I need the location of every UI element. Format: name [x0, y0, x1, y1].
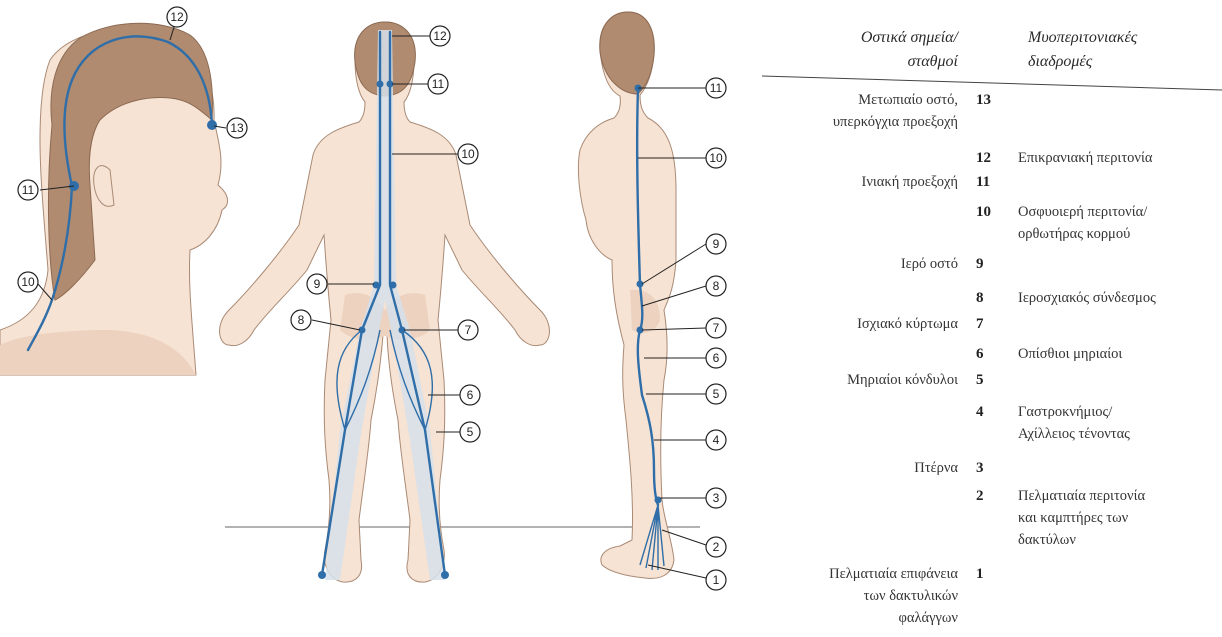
- back-marker-8: 8: [291, 310, 311, 330]
- head-dot-13: [207, 120, 217, 130]
- bony-landmark-label: υπερκόγχια προεξοχή: [833, 114, 958, 130]
- side-marker-10: 10: [706, 148, 726, 168]
- station-number-10: 10: [976, 204, 991, 220]
- svg-text:6: 6: [713, 351, 720, 365]
- station-number-6: 6: [976, 346, 984, 362]
- svg-text:11: 11: [710, 81, 723, 95]
- station-number-4: 4: [976, 404, 984, 420]
- back-marker-10: 10: [458, 144, 478, 164]
- head-marker-13: 13: [227, 118, 247, 138]
- side-marker-3: 3: [706, 488, 726, 508]
- table-header-right-line2: διαδρομές: [1028, 53, 1093, 70]
- myofascial-track-label: Οσφυοιερή περιτονία/: [1018, 204, 1148, 220]
- svg-text:1: 1: [713, 573, 720, 587]
- svg-text:7: 7: [465, 323, 472, 337]
- station-number-9: 9: [976, 256, 984, 272]
- svg-text:12: 12: [433, 29, 447, 43]
- bony-landmark-label: Μετωπιαίο οστό,: [858, 92, 958, 108]
- myofascial-track-label: Αχίλλειος τένοντας: [1018, 426, 1130, 442]
- side-marker-11: 11: [706, 78, 726, 98]
- table-header-left-line2: σταθμοί: [908, 53, 959, 70]
- side-marker-1: 1: [706, 570, 726, 590]
- svg-text:10: 10: [21, 275, 35, 289]
- head-marker-11: 11: [18, 180, 38, 200]
- svg-text:9: 9: [713, 237, 720, 251]
- svg-text:13: 13: [230, 121, 244, 135]
- svg-text:11: 11: [22, 183, 35, 197]
- back-marker-9: 9: [307, 274, 327, 294]
- station-number-3: 3: [976, 460, 984, 476]
- svg-text:10: 10: [461, 147, 475, 161]
- bony-landmark-label: φαλάγγων: [898, 610, 958, 626]
- myofascial-track-label: Ιεροσχιακός σύνδεσμος: [1018, 290, 1156, 306]
- side-marker-5: 5: [706, 384, 726, 404]
- svg-text:4: 4: [713, 433, 720, 447]
- station-number-12: 12: [976, 150, 991, 166]
- svg-text:7: 7: [713, 321, 720, 335]
- side-marker-7: 7: [706, 318, 726, 338]
- table-header-right-line1: Μυοπεριτονιακές: [1027, 29, 1138, 46]
- head-marker-12: 12: [167, 7, 187, 27]
- back-marker-5: 5: [460, 422, 480, 442]
- station-table: Οστικά σημεία/ σταθμοί Μυοπεριτονιακές δ…: [762, 29, 1222, 626]
- back-marker-11: 11: [428, 74, 448, 94]
- back-view: 12 11 10 9 8 7 6 5: [220, 22, 550, 582]
- myofascial-track-label: και καμπτήρες των: [1018, 510, 1129, 526]
- myofascial-track-label: Επικρανιακή περιτονία: [1018, 150, 1153, 166]
- station-number-8: 8: [976, 290, 984, 306]
- head-marker-10: 10: [18, 272, 38, 292]
- bony-landmark-label: των δακτυλικών: [864, 588, 959, 604]
- svg-text:10: 10: [709, 151, 723, 165]
- myofascial-track-label: Πελματιαία περιτονία: [1018, 488, 1145, 504]
- myofascial-track-label: δακτύλων: [1018, 532, 1076, 548]
- station-number-13: 13: [976, 92, 991, 108]
- side-body: [578, 12, 676, 578]
- myofascial-track-label: Οπίσθιοι μηριαίοι: [1018, 346, 1122, 362]
- station-number-7: 7: [976, 316, 984, 332]
- svg-text:8: 8: [298, 313, 305, 327]
- station-number-5: 5: [976, 372, 984, 388]
- svg-text:5: 5: [713, 387, 720, 401]
- bony-landmark-label: Ιερό οστό: [901, 256, 958, 272]
- station-number-2: 2: [976, 488, 984, 504]
- svg-text:2: 2: [713, 540, 720, 554]
- svg-text:8: 8: [713, 279, 720, 293]
- side-marker-6: 6: [706, 348, 726, 368]
- bony-landmark-label: Μηριαίοι κόνδυλοι: [847, 372, 958, 388]
- svg-text:11: 11: [432, 77, 445, 91]
- station-number-1: 1: [976, 566, 984, 582]
- side-view: 11 10 9 8 7 6 5 4 3 2 1: [578, 12, 726, 590]
- side-marker-2: 2: [706, 537, 726, 557]
- bony-landmark-label: Ισχιακό κύρτωμα: [857, 316, 958, 332]
- bony-landmark-label: Πτέρνα: [914, 460, 958, 476]
- back-marker-7: 7: [458, 320, 478, 340]
- svg-text:6: 6: [467, 388, 474, 402]
- svg-text:3: 3: [713, 491, 720, 505]
- side-marker-8: 8: [706, 276, 726, 296]
- side-marker-9: 9: [706, 234, 726, 254]
- bony-landmark-label: Ινιακή προεξοχή: [862, 174, 959, 190]
- table-header-rule: [762, 76, 1222, 90]
- svg-text:9: 9: [314, 277, 321, 291]
- svg-text:5: 5: [467, 425, 474, 439]
- myofascial-track-label: Γαστροκνήμιος/: [1018, 404, 1113, 420]
- station-number-11: 11: [976, 174, 990, 190]
- svg-text:12: 12: [170, 10, 184, 24]
- back-marker-12: 12: [430, 26, 450, 46]
- bony-landmark-label: Πελματιαία επιφάνεια: [829, 566, 958, 582]
- side-marker-4: 4: [706, 430, 726, 450]
- myofascial-track-label: ορθωτήρας κορμού: [1018, 226, 1130, 242]
- head-view: 12 13 11 10: [0, 7, 247, 375]
- back-marker-6: 6: [460, 385, 480, 405]
- table-header-left-line1: Οστικά σημεία/: [861, 29, 960, 46]
